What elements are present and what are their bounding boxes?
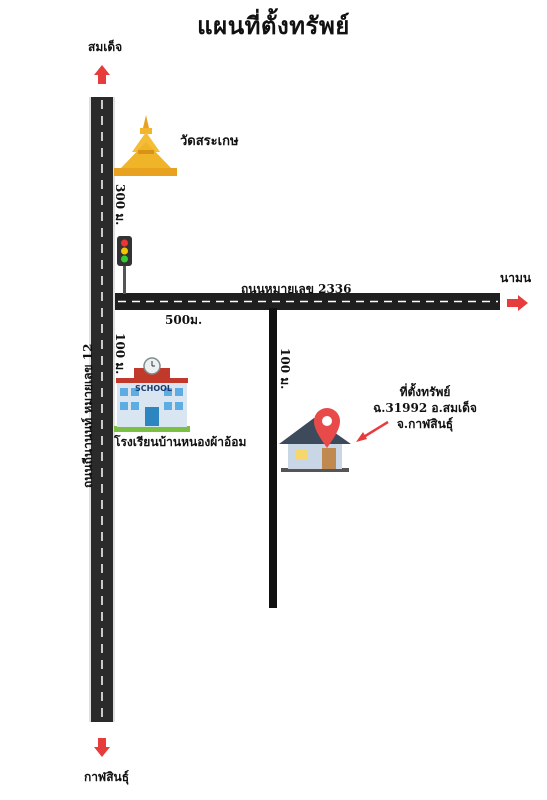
distance-side-road: 100 ม. — [278, 348, 292, 390]
property-label-line3: จ.กาฬสินธุ์ — [396, 417, 454, 431]
east-arrow-icon — [507, 295, 528, 311]
school-label: โรงเรียนบ้านหนองผ้าอ้อม — [114, 435, 247, 449]
temple-icon — [114, 115, 177, 176]
property-label-line1: ที่ตั้งทรัพย์ — [399, 385, 451, 399]
south-arrow-icon — [94, 738, 110, 757]
north-arrow-icon — [94, 65, 110, 84]
map-title: แผนที่ตั้งทรัพย์ — [197, 11, 350, 40]
property-label-line2: ฉ.31992 อ.สมเด็จ — [373, 401, 477, 415]
side-road — [269, 308, 277, 608]
distance-temple-to-light: 300 ม. — [113, 184, 127, 226]
south-direction-label: กาฬสินธุ์ — [84, 770, 130, 784]
temple-label: วัดสระเกษ — [180, 134, 239, 149]
school-icon — [114, 357, 190, 432]
cross-road — [115, 293, 500, 310]
cross-road-label: ถนนหมายเลข 2336 — [241, 282, 352, 296]
traffic-light-icon — [117, 236, 132, 294]
property-label: ที่ตั้งทรัพย์ ฉ.31992 อ.สมเด็จ จ.กาฬสินธ… — [370, 384, 480, 432]
pointer-arrow-icon — [356, 420, 389, 442]
highway-label: ถนนถีนานนท์ หมายเลข 12 — [81, 343, 95, 489]
distance-cross-road: 500ม. — [165, 313, 203, 327]
house-icon — [279, 418, 351, 472]
location-pin-icon — [314, 408, 340, 448]
east-direction-label: นามน — [500, 271, 532, 285]
north-direction-label: สมเด็จ — [88, 40, 123, 54]
distance-junction-to-school: 100 ม. — [113, 333, 127, 375]
school-sign-text: SCHOOL — [135, 384, 173, 393]
highway-road — [89, 97, 115, 722]
